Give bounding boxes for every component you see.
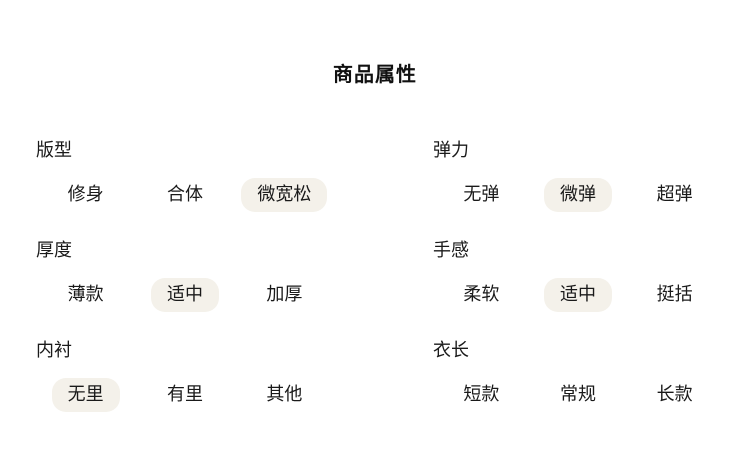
attribute-option[interactable]: 短款 xyxy=(463,384,500,405)
attribute-group: 衣长短款 常规 长款 xyxy=(375,338,750,438)
attribute-label: 手感 xyxy=(433,240,469,261)
attribute-option[interactable]: 无弹 xyxy=(463,184,500,205)
attribute-option[interactable]: 微宽松 xyxy=(241,178,328,212)
attribute-label: 弹力 xyxy=(433,140,469,161)
attribute-option[interactable]: 长款 xyxy=(656,384,693,405)
attribute-option[interactable]: 加厚 xyxy=(266,284,303,305)
attribute-option-list: 无里 有里 其他 xyxy=(36,378,334,412)
attribute-option[interactable]: 微弹 xyxy=(543,178,612,212)
attribute-option[interactable]: 超弹 xyxy=(656,184,693,205)
attribute-group: 弹力无弹 微弹 超弹 xyxy=(375,138,750,238)
attribute-option-list: 短款 常规 长款 xyxy=(433,378,723,412)
attribute-option[interactable]: 修身 xyxy=(67,184,104,205)
attribute-option[interactable]: 常规 xyxy=(559,384,596,405)
attribute-option-list: 无弹 微弹 超弹 xyxy=(433,178,723,212)
attribute-grid: 版型修身 合体 微宽松 弹力无弹 微弹 超弹厚度薄款 适中 加厚 手感柔软 适中 挺括内衬无里 有里 其… xyxy=(0,138,750,438)
attribute-option-list: 柔软 适中 挺括 xyxy=(433,278,723,312)
attribute-option-list: 薄款 适中 加厚 xyxy=(36,278,334,312)
attribute-label: 内衬 xyxy=(36,340,72,361)
attribute-option[interactable]: 挺括 xyxy=(656,284,693,305)
page-title: 商品属性 xyxy=(333,62,417,86)
attribute-group: 手感柔软 适中 挺括 xyxy=(375,238,750,338)
attribute-option[interactable]: 适中 xyxy=(150,278,219,312)
attribute-group: 版型修身 合体 微宽松 xyxy=(0,138,375,238)
attribute-option[interactable]: 有里 xyxy=(166,384,203,405)
attribute-option[interactable]: 柔软 xyxy=(463,284,500,305)
attribute-option[interactable]: 适中 xyxy=(543,278,612,312)
attribute-option[interactable]: 薄款 xyxy=(67,284,104,305)
attribute-option[interactable]: 无里 xyxy=(51,378,120,412)
attribute-option-list: 修身 合体 微宽松 xyxy=(36,178,334,212)
attribute-label: 版型 xyxy=(36,140,72,161)
attribute-group: 内衬无里 有里 其他 xyxy=(0,338,375,438)
attribute-label: 衣长 xyxy=(433,340,469,361)
attribute-option[interactable]: 合体 xyxy=(166,184,203,205)
attribute-group: 厚度薄款 适中 加厚 xyxy=(0,238,375,338)
attribute-option[interactable]: 其他 xyxy=(266,384,303,405)
attribute-label: 厚度 xyxy=(36,240,72,261)
